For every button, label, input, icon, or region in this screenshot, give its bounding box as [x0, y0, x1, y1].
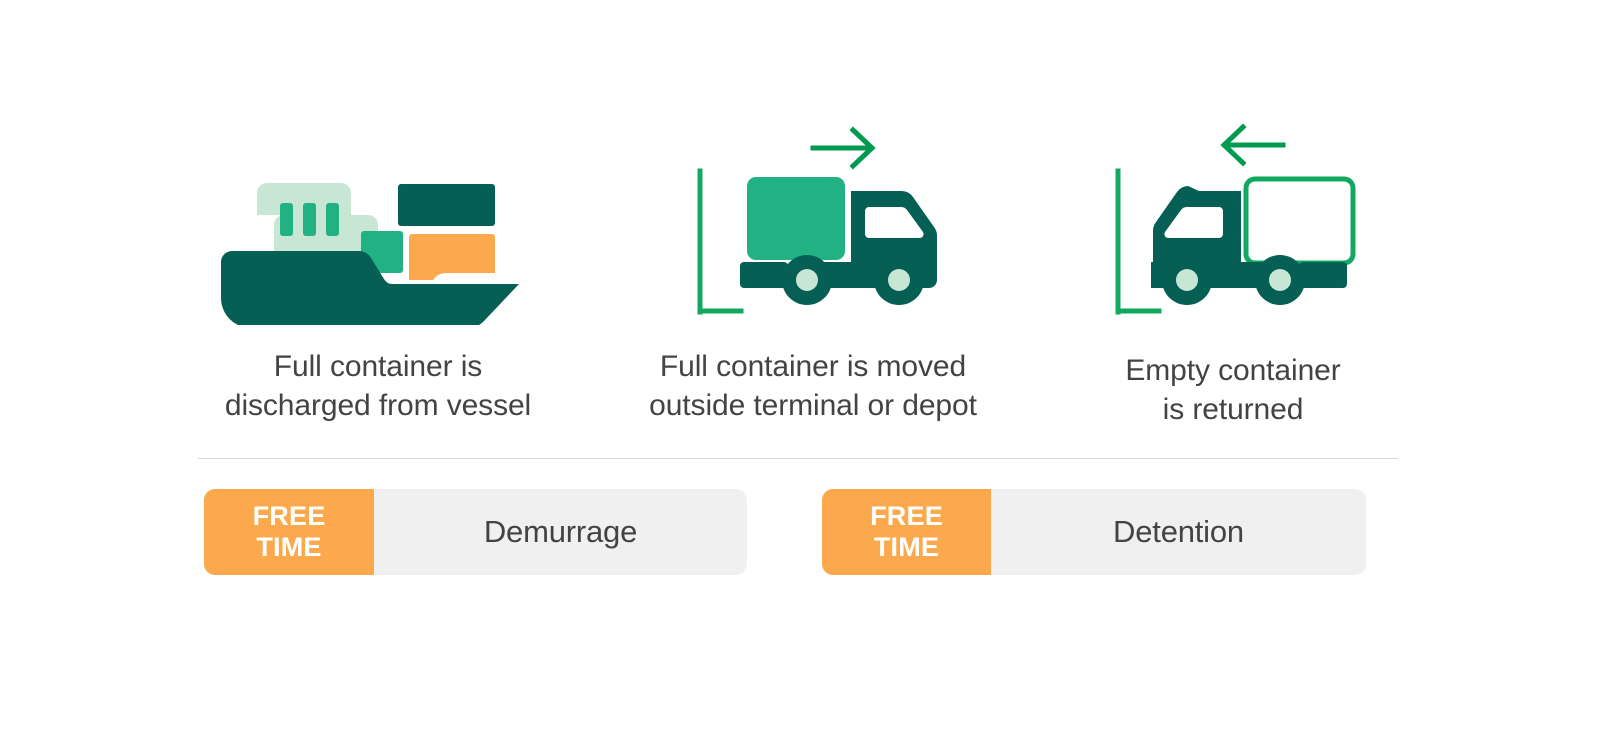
- terminal-boundary-marker: [697, 168, 744, 315]
- charge-period-bars: FREE TIME Demurrage FREE TIME Detention: [204, 489, 1366, 575]
- truck-cargo-container-full: [747, 177, 845, 260]
- truck-wheel-front: [1162, 255, 1212, 305]
- demurrage-free-time-segment: FREE TIME: [204, 489, 374, 575]
- truck-wheel-rear: [1255, 255, 1305, 305]
- ship-container-dark: [398, 184, 495, 226]
- detention-free-time-segment: FREE TIME: [822, 489, 991, 575]
- stage-moved-out-caption: Full container is moved outside terminal…: [649, 350, 977, 422]
- ship-window-1: [280, 203, 293, 236]
- demurrage-label: Demurrage: [483, 514, 638, 549]
- stage-discharge-caption: Full container is discharged from vessel: [224, 350, 532, 422]
- stage-row: Full container is discharged from vessel: [198, 110, 1398, 430]
- truck-wheel-rear: [782, 255, 832, 305]
- section-divider: [198, 458, 1398, 459]
- depot-boundary-marker: [1115, 168, 1162, 315]
- demurrage-bar: FREE TIME Demurrage: [204, 489, 747, 575]
- stage-returned-caption: Empty container is returned: [1125, 354, 1341, 426]
- truck-empty-container-left-icon: [1115, 123, 1356, 315]
- arrow-right-icon: [810, 126, 876, 170]
- stage-moved-out-art: [683, 110, 943, 325]
- truck-wheel-front: [874, 255, 924, 305]
- truck-cab-window: [865, 206, 924, 238]
- truck-chassis-rear: [740, 262, 788, 288]
- ship-hull: [221, 251, 519, 325]
- ship-window-2: [303, 203, 316, 236]
- arrow-left-icon: [1220, 123, 1286, 167]
- container-ship-icon: [221, 183, 519, 325]
- stage-returned-art: [1103, 110, 1363, 325]
- stage-returned: Empty container is returned: [1068, 110, 1398, 429]
- stage-moved-out: Full container is moved outside terminal…: [613, 110, 1013, 425]
- detention-bar: FREE TIME Detention: [822, 489, 1366, 575]
- truck-cargo-container-empty: [1243, 176, 1356, 266]
- stage-discharge-art: [213, 110, 543, 325]
- truck-chassis-rear: [1299, 262, 1347, 288]
- detention-label: Detention: [1113, 514, 1244, 549]
- truck-full-container-right-icon: [697, 126, 938, 315]
- stage-discharge: Full container is discharged from vessel: [198, 110, 558, 425]
- truck-cab-window: [1164, 206, 1223, 238]
- ship-container-orange: [409, 234, 495, 280]
- ship-window-3: [326, 203, 339, 236]
